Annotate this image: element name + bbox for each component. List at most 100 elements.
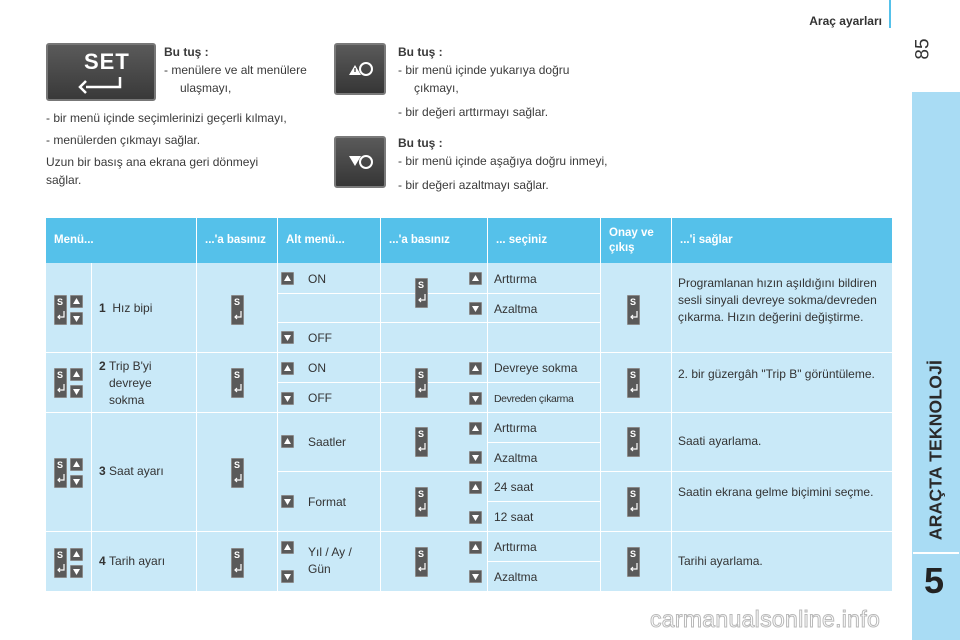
option-decrease: Azaltma: [494, 451, 538, 465]
s-button-icon: S: [231, 368, 244, 398]
set-line-1: - menülere ve alt menülere ulaşmayı,: [164, 63, 307, 95]
result-3b: Saatin ekrana gelme biçimini seçme.: [678, 485, 874, 499]
set-button-more: - bir menü içinde seçimlerinizi geçerli …: [46, 109, 296, 189]
submenu-off: OFF: [308, 331, 332, 345]
up-arrow-icon: [469, 541, 482, 554]
return-arrow-icon: [78, 77, 122, 94]
result-3a: Saati ayarlama.: [678, 434, 762, 448]
option-increase: Arttırma: [494, 540, 537, 554]
down-arrow-icon: [469, 302, 482, 315]
up-line-1: - bir menü içinde yukarıya doğru çıkmayı…: [398, 63, 570, 95]
option-24h: 24 saat: [494, 480, 534, 494]
set-button-illustration: SET: [46, 43, 156, 101]
section-title: Araç ayarları: [809, 14, 882, 28]
s-button-icon: S: [231, 548, 244, 578]
s-button-icon: S: [627, 487, 640, 517]
down-arrow-icon: [281, 570, 294, 583]
submenu-on: ON: [308, 361, 326, 375]
down-arrow-icon: [70, 312, 83, 325]
up-arrow-icon: [70, 368, 83, 381]
down-arrow-icon: [469, 570, 482, 583]
up-arrow-icon: [281, 541, 294, 554]
option-12h: 12 saat: [494, 510, 534, 524]
down-arrow-icon: [281, 331, 294, 344]
down-arrow-icon: [469, 392, 482, 405]
s-button-icon: S: [231, 295, 244, 325]
s-button-icon: S: [415, 487, 428, 517]
option-increase: Arttırma: [494, 272, 537, 286]
s-button-icon: S: [415, 368, 428, 398]
option-increase: Arttırma: [494, 421, 537, 435]
result-1: Programlanan hızın aşıldığını bildiren s…: [678, 276, 877, 324]
submenu-hours: Saatler: [308, 435, 347, 449]
submenu-format: Format: [308, 495, 347, 509]
down-button-illustration: [334, 136, 386, 188]
down-arrow-icon: [70, 475, 83, 488]
up-arrow-icon: [70, 548, 83, 561]
s-button-icon: S: [627, 427, 640, 457]
down-line-1: - bir menü içinde aşağıya doğru inmeyi,: [398, 154, 608, 168]
s-button-icon: S: [54, 368, 67, 398]
result-4: Tarihi ayarlama.: [678, 554, 763, 568]
up-button-desc: Bu tuş : - bir menü içinde yukarıya doğr…: [398, 43, 613, 121]
col-header-result: ...'i sağlar: [672, 218, 892, 263]
col-header-press2: ...'a basınız: [381, 218, 487, 263]
up-arrow-icon: [469, 422, 482, 435]
set-line-3: - menülerden çıkmayı sağlar.: [46, 133, 201, 147]
menu-item-1: 1 Hız bipi: [99, 301, 153, 315]
up-arrow-icon: [70, 458, 83, 471]
option-decrease: Azaltma: [494, 570, 538, 584]
col-header-menu: Menü...: [46, 218, 196, 263]
set-line-2: - bir menü içinde seçimlerinizi geçerli …: [46, 111, 287, 125]
up-heading: Bu tuş :: [398, 45, 443, 59]
col-header-confirm: Onay ve çıkış: [601, 218, 671, 263]
up-arrow-icon: [469, 272, 482, 285]
result-2: 2. bir güzergâh "Trip B" görüntüleme.: [678, 367, 875, 381]
up-button-illustration: [334, 43, 386, 95]
s-button-icon: S: [627, 295, 640, 325]
chapter-number: 5: [924, 560, 945, 601]
down-arrow-icon: [70, 565, 83, 578]
option-disable: Devreden çıkarma: [494, 393, 574, 405]
down-arrow-icon: [281, 392, 294, 405]
down-button-desc: Bu tuş : - bir menü içinde aşağıya doğru…: [398, 134, 613, 194]
s-button-icon: S: [627, 368, 640, 398]
menu-item-2: 2 Trip B'yi devreye sokma: [99, 359, 152, 407]
up-arrow-icon: [469, 481, 482, 494]
up-line-2: - bir değeri arttırmayı sağlar.: [398, 105, 549, 119]
s-button-icon: S: [415, 547, 428, 577]
s-button-icon: S: [54, 458, 67, 488]
up-arrow-icon: [70, 295, 83, 308]
down-arrow-icon: [469, 451, 482, 464]
up-arrow-icon: [281, 272, 294, 285]
s-button-icon: S: [54, 295, 67, 325]
down-heading: Bu tuş :: [398, 136, 443, 150]
down-line-2: - bir değeri azaltmayı sağlar.: [398, 178, 549, 192]
up-arrow-icon: [469, 362, 482, 375]
col-header-submenu: Alt menü...: [278, 218, 380, 263]
chapter-tab: [912, 92, 960, 640]
watermark: carmanualsonline.info: [649, 606, 881, 633]
header-rule: [889, 0, 891, 28]
dashboard-light-up-icon: [349, 62, 373, 76]
s-button-icon: S: [231, 458, 244, 488]
set-note: Uzun bir basış ana ekrana geri dönmeyi s…: [46, 155, 259, 187]
page-number: 85: [912, 38, 934, 60]
chapter-title: ARAÇTA TEKNOLOJİ: [925, 359, 946, 541]
down-arrow-icon: [469, 511, 482, 524]
dashboard-light-down-icon: [349, 155, 373, 169]
s-button-icon: S: [415, 278, 428, 308]
s-button-icon: S: [415, 427, 428, 457]
col-header-select: ... seçiniz: [488, 218, 600, 263]
settings-table: Menü... ...'a basınız Alt menü... ...'a …: [46, 218, 892, 591]
set-button-desc: Bu tuş : - menülere ve alt menülere ulaş…: [164, 43, 314, 97]
col-header-press1: ...'a basınız: [197, 218, 277, 263]
submenu-date: Yıl / Ay / Gün: [308, 545, 352, 576]
set-heading: Bu tuş :: [164, 45, 209, 59]
menu-item-3: 3 Saat ayarı: [99, 464, 164, 478]
up-arrow-icon: [281, 362, 294, 375]
s-button-icon: S: [54, 548, 67, 578]
submenu-on: ON: [308, 272, 326, 286]
option-decrease: Azaltma: [494, 302, 538, 316]
menu-item-4: 4 Tarih ayarı: [99, 554, 166, 568]
